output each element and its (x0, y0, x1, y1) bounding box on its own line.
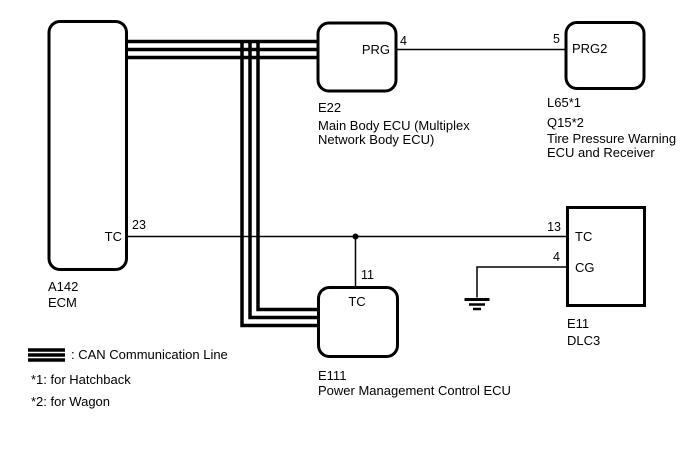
dlc3-name-label: DLC3 (567, 333, 600, 348)
can-stripe (256, 43, 319, 312)
dlc3-pin-cg-number: 4 (553, 250, 560, 264)
dlc3-port-cg-label: CG (575, 260, 595, 275)
ecm-pin-tc-number: 23 (132, 218, 146, 232)
ecm-code-label: A142 (48, 279, 78, 294)
can-bundle-ecm-to-e22 (126, 39, 318, 60)
main-body-ecu-name-line1: Main Body ECU (Multiplex (318, 118, 470, 133)
power-mgmt-ecu-port-tc-label: TC (348, 294, 365, 309)
main-body-ecu-code-label: E22 (318, 100, 341, 115)
main-body-ecu-name-line2: Network Body ECU) (318, 132, 434, 147)
dlc3-code-label: E11 (567, 316, 589, 331)
dlc3-box (566, 206, 646, 307)
tire-pressure-ecu-code-hatchback-label: L65*1 (547, 95, 581, 110)
main-body-ecu-pin-prg-number: 4 (400, 34, 407, 48)
ecm-name-label: ECM (48, 295, 77, 310)
tire-pressure-ecu-name-line2: ECU and Receiver (547, 145, 655, 160)
power-mgmt-ecu-box (317, 286, 399, 358)
can-stripe (248, 43, 319, 320)
legend-note-hatchback: *1: for Hatchback (31, 372, 131, 387)
power-mgmt-ecu-code-label: E111 (318, 368, 346, 383)
can-line-legend-icon (28, 348, 65, 362)
legend-note-wagon: *2: for Wagon (31, 394, 110, 409)
legend-can-line-label: : CAN Communication Line (71, 347, 228, 362)
tire-pressure-ecu-box (564, 21, 646, 90)
tire-pressure-ecu-port-prg2-label: PRG2 (572, 41, 607, 56)
power-mgmt-ecu-name-label: Power Management Control ECU (318, 383, 511, 398)
can-stripe (240, 43, 319, 328)
dlc3-port-tc-label: TC (575, 229, 592, 244)
can-bundle-branch-to-e111 (240, 43, 319, 328)
signal-wires (126, 48, 568, 298)
ecm-box (47, 20, 128, 271)
cg-ground-wire (476, 266, 568, 298)
main-body-ecu-box (316, 21, 398, 93)
ground-icon (464, 298, 490, 311)
main-body-ecu-port-prg-label: PRG (362, 42, 390, 57)
tc-junction-dot (352, 233, 359, 240)
dlc3-pin-tc-number: 13 (547, 220, 561, 234)
tire-pressure-ecu-pin-prg2-number: 5 (553, 32, 560, 46)
power-mgmt-ecu-pin-tc-number: 11 (361, 268, 374, 282)
tire-pressure-ecu-code-wagon-label: Q15*2 (547, 115, 584, 130)
tire-pressure-ecu-name-line1: Tire Pressure Warning (547, 131, 676, 146)
ecm-port-tc-label: TC (105, 229, 122, 244)
